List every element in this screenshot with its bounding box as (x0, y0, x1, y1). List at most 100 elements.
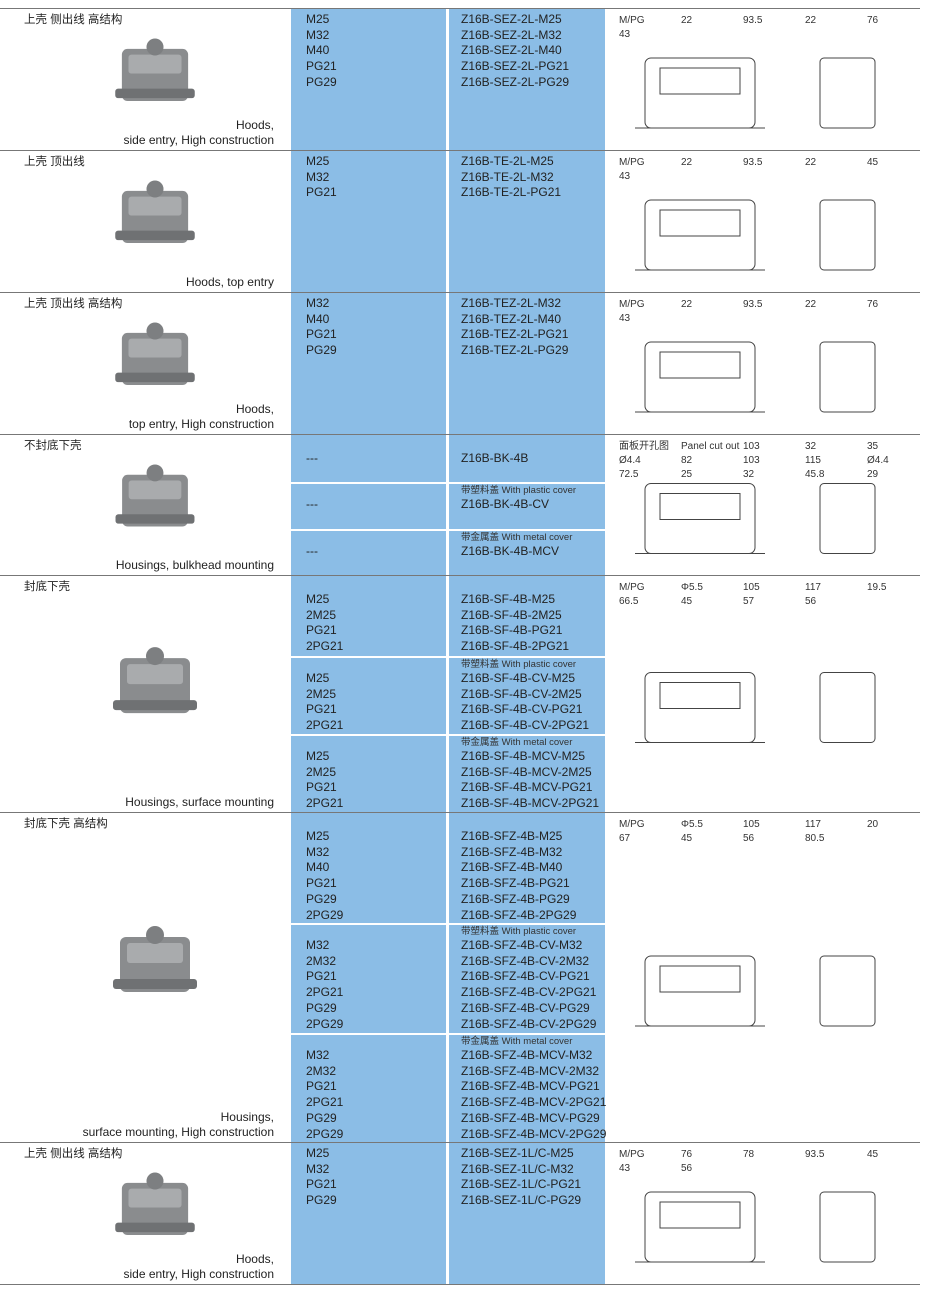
thread-size: --- (306, 544, 318, 558)
part-number: Z16B-SF-4B-CV-2PG21 (461, 718, 590, 733)
dimension-label: 45 (681, 596, 693, 607)
dimension-label: 105 (743, 582, 760, 593)
part-number: Z16B-SFZ-4B-M32 (461, 844, 563, 859)
product-photo (95, 863, 215, 1061)
sub-row: --- (291, 435, 446, 482)
dimension-label: M/PG (619, 15, 645, 26)
chinese-title: 上壳 侧出线 高结构 (24, 14, 123, 26)
part-number: Z16B-SEZ-1L/C-M25 (461, 1146, 574, 1160)
dimension-label: 43 (619, 171, 631, 182)
thread-size: PG21 (306, 185, 337, 200)
dimension-label: 25 (681, 469, 693, 480)
dimension-label: 76 (681, 1149, 693, 1160)
part-number: Z16B-SEZ-1L/C-M32 (461, 1161, 574, 1176)
dimension-label: M/PG (619, 582, 645, 593)
thread-size: M32 (306, 844, 330, 859)
thread-size: PG29 (306, 343, 337, 358)
dimension-label: 78 (743, 1149, 755, 1160)
part-number: Z16B-TEZ-2L-M40 (461, 311, 562, 326)
part-number: Z16B-SFZ-4B-MCV-PG29 (461, 1110, 600, 1125)
thread-size: 2M25 (306, 607, 337, 622)
thread-size: M32 (306, 169, 330, 184)
dimension-label: 面板开孔图 (619, 439, 669, 452)
dimension-label: 117 (805, 819, 821, 830)
dimension-label: 56 (681, 1163, 693, 1174)
part-number: Z16B-SFZ-4B-MCV-2PG29 (461, 1126, 607, 1141)
part-number: Z16B-SFZ-4B-PG21 (461, 876, 570, 891)
thread-size: M25 (306, 671, 330, 685)
table-bottom-rule (0, 1284, 920, 1285)
dimension-label: M/PG (619, 299, 645, 310)
thread-size: PG21 (306, 1079, 337, 1094)
dimension-label: 72.5 (619, 469, 639, 480)
thread-size: PG21 (306, 780, 337, 795)
dimension-label: 67 (619, 833, 631, 844)
thread-size: 2PG21 (306, 985, 344, 1000)
thread-size: PG21 (306, 327, 337, 342)
dimension-label: Φ5.5 (681, 582, 703, 593)
thread-size: PG29 (306, 74, 337, 89)
part-number: Z16B-SFZ-4B-M25 (461, 829, 563, 843)
cover-note: 带金属盖 With metal cover (461, 1036, 573, 1047)
part-number: Z16B-TEZ-2L-PG21 (461, 327, 569, 342)
dimension-label: 105 (743, 819, 760, 830)
dimension-label: 22 (805, 157, 817, 168)
thread-size: M32 (306, 1161, 330, 1176)
thread-list: --- (306, 544, 318, 560)
product-row: 上壳 侧出线 高结构 Hoods,side entry, High constru… (0, 8, 920, 150)
thread-size: M25 (306, 592, 330, 606)
english-title: Hoods, top entry (186, 275, 274, 290)
dimension-label: 19.5 (867, 582, 887, 593)
product-photo (95, 172, 215, 257)
dimension-label: 45 (867, 157, 879, 168)
thread-size: PG29 (306, 891, 337, 906)
cover-note: 带塑料盖 With plastic cover (461, 485, 577, 496)
thread-list: --- (306, 497, 318, 513)
dimension-label: 45.8 (805, 469, 825, 480)
dimension-label: 80.5 (805, 833, 825, 844)
thread-size: PG29 (306, 1193, 337, 1208)
part-number: Z16B-SF-4B-MCV-PG21 (461, 780, 593, 795)
dimension-label: 66.5 (619, 596, 639, 607)
dimension-label: 82 (681, 455, 693, 466)
thread-size: 2M32 (306, 953, 337, 968)
english-title-line: side entry, High construction (123, 1267, 274, 1281)
thread-column: --- --- --- (291, 435, 446, 575)
thread-size: 2M25 (306, 764, 337, 779)
chinese-title: 上壳 顶出线 高结构 (24, 298, 123, 310)
english-title: Hoods,side entry, High construction (123, 118, 274, 148)
part-number: Z16B-SF-4B-CV-M25 (461, 671, 576, 685)
sub-row: Z16B-BK-4B (449, 435, 605, 482)
dimension-label: M/PG (619, 819, 645, 830)
thread-size: M25 (306, 829, 330, 843)
part-number: Z16B-BK-4B (461, 451, 529, 465)
english-title: Hoods,side entry, High construction (123, 1252, 274, 1282)
dimension-label: Φ5.5 (681, 819, 703, 830)
